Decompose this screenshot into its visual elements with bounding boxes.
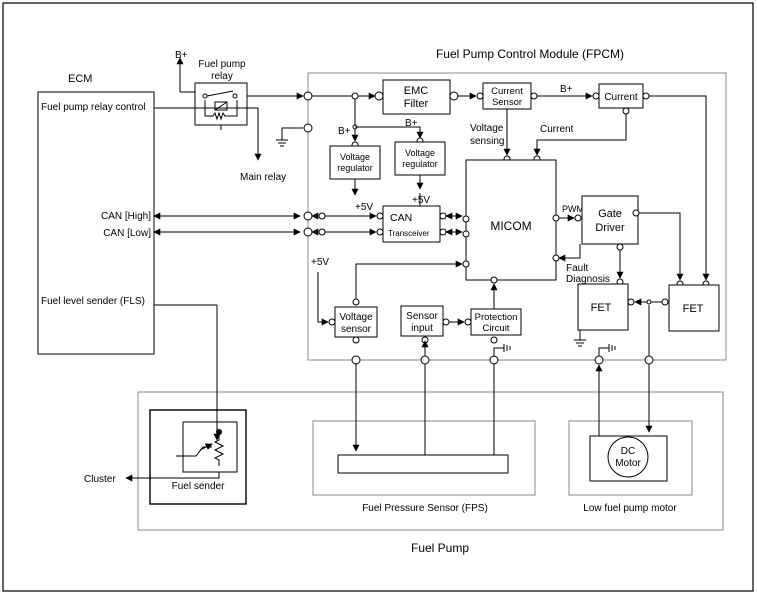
pwm-label: PWM xyxy=(562,204,584,214)
can-transceiver-box xyxy=(382,205,441,243)
protection-line1: Protection xyxy=(475,312,518,323)
relay-switch xyxy=(206,90,234,97)
current-arrow xyxy=(533,114,627,156)
vsensor-line1: Voltage xyxy=(339,312,373,323)
main-relay-label: Main relay xyxy=(240,172,286,183)
fet-1-box xyxy=(577,283,629,331)
current-block-label: Current xyxy=(604,92,638,103)
emc-filter-box xyxy=(382,79,451,115)
fuel-pump-box xyxy=(137,391,724,531)
relay-bplus-label: B+ xyxy=(175,50,188,61)
sensor-input-box xyxy=(400,305,444,337)
vreg1-line1: Voltage xyxy=(340,152,370,162)
fet-2-box xyxy=(668,284,720,332)
vreg2-output-label: +5V xyxy=(412,195,430,206)
fuel-sender-label: Fuel sender xyxy=(172,481,225,492)
voltage-sensing-line1: Voltage xyxy=(470,123,504,134)
fault-line2: Diagnosis xyxy=(566,274,610,285)
sinput-line2: input xyxy=(411,323,433,334)
gate-driver-line1: Gate xyxy=(598,208,622,220)
voltage-sensor-box xyxy=(334,306,378,338)
fet-2-label: FET xyxy=(683,303,704,315)
current-sensor-line2: Sensor xyxy=(492,97,522,108)
current-label: Current xyxy=(540,124,574,135)
fuel-pump-title: Fuel Pump xyxy=(411,541,469,555)
bplus-label-vreg2: B+ xyxy=(405,118,418,129)
ecm-title: ECM xyxy=(68,73,92,85)
lfp-motor-label: Low fuel pump motor xyxy=(583,503,677,514)
vreg2-line1: Voltage xyxy=(405,148,435,158)
vreg1-output-label: +5V xyxy=(355,202,373,213)
voltage-regulator-1-box xyxy=(329,145,381,180)
fuel-sender-box xyxy=(149,409,247,505)
fuel-sender-inner-box xyxy=(182,421,238,473)
ecm-can-low-label: CAN [Low] xyxy=(103,228,151,239)
can-transceiver-line1: CAN xyxy=(390,212,412,224)
fps-outer-box xyxy=(312,420,536,496)
motor-line2: Motor xyxy=(615,458,641,469)
motor-line1: DC xyxy=(621,446,635,457)
micom-label: MICOM xyxy=(490,219,531,233)
cluster-arrow xyxy=(125,472,220,482)
gate-driver-line2: Driver xyxy=(595,222,625,234)
fpcm-title: Fuel Pump Control Module (FPCM) xyxy=(436,47,624,61)
dc-motor-icon xyxy=(607,436,649,478)
can-transceiver-line2: Transceiver xyxy=(388,229,430,238)
bplus-label-vreg1: B+ xyxy=(338,126,351,137)
vreg1-line2: regulator xyxy=(337,163,373,173)
protection-line2: Circuit xyxy=(483,323,510,334)
ecm-relay-control-label: Fuel pump relay control xyxy=(41,102,146,113)
gate-driver-box xyxy=(581,195,639,245)
fet-1-label: FET xyxy=(591,302,612,314)
motor-outer-box xyxy=(568,420,693,496)
bplus-label-top: B+ xyxy=(560,84,573,95)
fps-inner-box xyxy=(337,454,509,474)
fault-line1: Fault xyxy=(566,263,588,274)
relay-label-line2: relay xyxy=(211,71,233,82)
plus5v-label: +5V xyxy=(311,257,329,268)
fps-label: Fuel Pressure Sensor (FPS) xyxy=(362,503,488,514)
vreg2-line2: regulator xyxy=(402,159,438,169)
ecm-can-high-label: CAN [High] xyxy=(101,211,151,222)
fault-arrow xyxy=(558,244,581,262)
ecm-box xyxy=(37,91,155,355)
emc-filter-line1: EMC xyxy=(404,85,429,97)
relay-label-line1: Fuel pump xyxy=(198,59,246,70)
cluster-label: Cluster xyxy=(84,474,116,485)
ecm-fls-label: Fuel level sender (FLS) xyxy=(41,296,145,307)
current-sensor-line1: Current xyxy=(491,86,523,97)
protection-circuit-box xyxy=(470,308,522,336)
voltage-sensing-line2: sensing xyxy=(470,136,504,147)
voltage-regulator-2-box xyxy=(394,141,446,176)
emc-filter-line2: Filter xyxy=(404,98,429,110)
sinput-line1: Sensor xyxy=(406,311,438,322)
vsensor-line2: sensor xyxy=(341,324,372,335)
